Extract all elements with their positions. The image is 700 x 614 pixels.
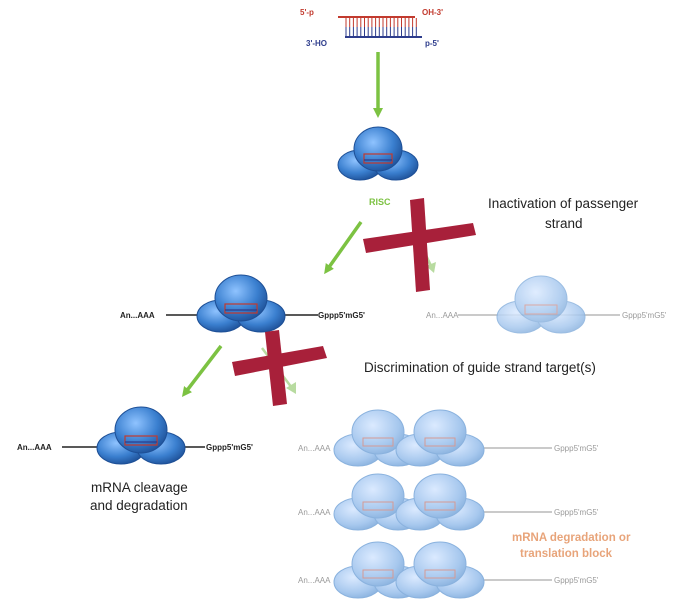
discrimination-label: Discrimination of guide strand target(s)	[364, 360, 596, 375]
degradation-label-line2: translation block	[520, 548, 613, 560]
faint-ribosome	[395, 409, 485, 467]
cleavage-label-line2: and degradation	[90, 498, 188, 513]
mrna-guide-complex: An...AAA Gppp5'mG5'	[120, 274, 365, 333]
translation-block-row: An...AAA Gppp5'mG5'	[298, 541, 599, 599]
risc-label: RISC	[369, 197, 391, 207]
mrna-faint-row1-right: Gppp5'mG5'	[622, 311, 667, 320]
mrna-faint-left: An...AAA	[298, 444, 331, 453]
block-cross-passenger	[363, 198, 476, 292]
mrna-faint-right: Gppp5'mG5'	[554, 576, 599, 585]
sirna-top-left: 5'-p	[300, 8, 314, 17]
mrna-faint-left: An...AAA	[298, 508, 331, 517]
mrna-faint-row1-left: An...AAA	[426, 311, 459, 320]
translation-block-row: An...AAA Gppp5'mG5'	[298, 473, 599, 531]
mrna-cleavage-complex: An...AAA Gppp5'mG5'	[17, 406, 253, 465]
inactivation-label-line2: strand	[545, 216, 583, 231]
risc-on-mrna	[196, 274, 286, 333]
mrna-row1-left: An...AAA	[120, 311, 155, 320]
inactivation-label-line1: Inactivation of passenger	[488, 196, 639, 211]
mrna-faint-right: Gppp5'mG5'	[554, 444, 599, 453]
mrna-row2-left: An...AAA	[17, 443, 52, 452]
mrna-row2-right: Gppp5'mG5'	[206, 443, 253, 452]
translation-block-row: An...AAA Gppp5'mG5'	[298, 409, 599, 467]
arrow-to-cleavage	[181, 344, 223, 397]
cleavage-label-line1: mRNA cleavage	[91, 480, 188, 495]
mrna-faint-right: Gppp5'mG5'	[554, 508, 599, 517]
degradation-label-line1: mRNA degradation or	[512, 532, 631, 544]
mrna-row1-right: Gppp5'mG5'	[318, 311, 365, 320]
block-cross-targets	[232, 330, 327, 406]
mrna-passenger-complex-faint: An...AAA Gppp5'mG5'	[426, 275, 667, 334]
sirna-bottom-right: p-5'	[425, 39, 439, 48]
arrow-to-guide-complex	[324, 220, 363, 275]
faint-ribosome	[395, 541, 485, 599]
risc-complex	[337, 126, 419, 181]
sirna-top-right: OH-3'	[422, 8, 443, 17]
mrna-faint-left: An...AAA	[298, 576, 331, 585]
faint-ribosome	[395, 473, 485, 531]
sirna-duplex: 5'-p OH-3' 3'-HO p-5'	[300, 8, 443, 48]
sirna-bottom-left: 3'-HO	[306, 39, 327, 48]
